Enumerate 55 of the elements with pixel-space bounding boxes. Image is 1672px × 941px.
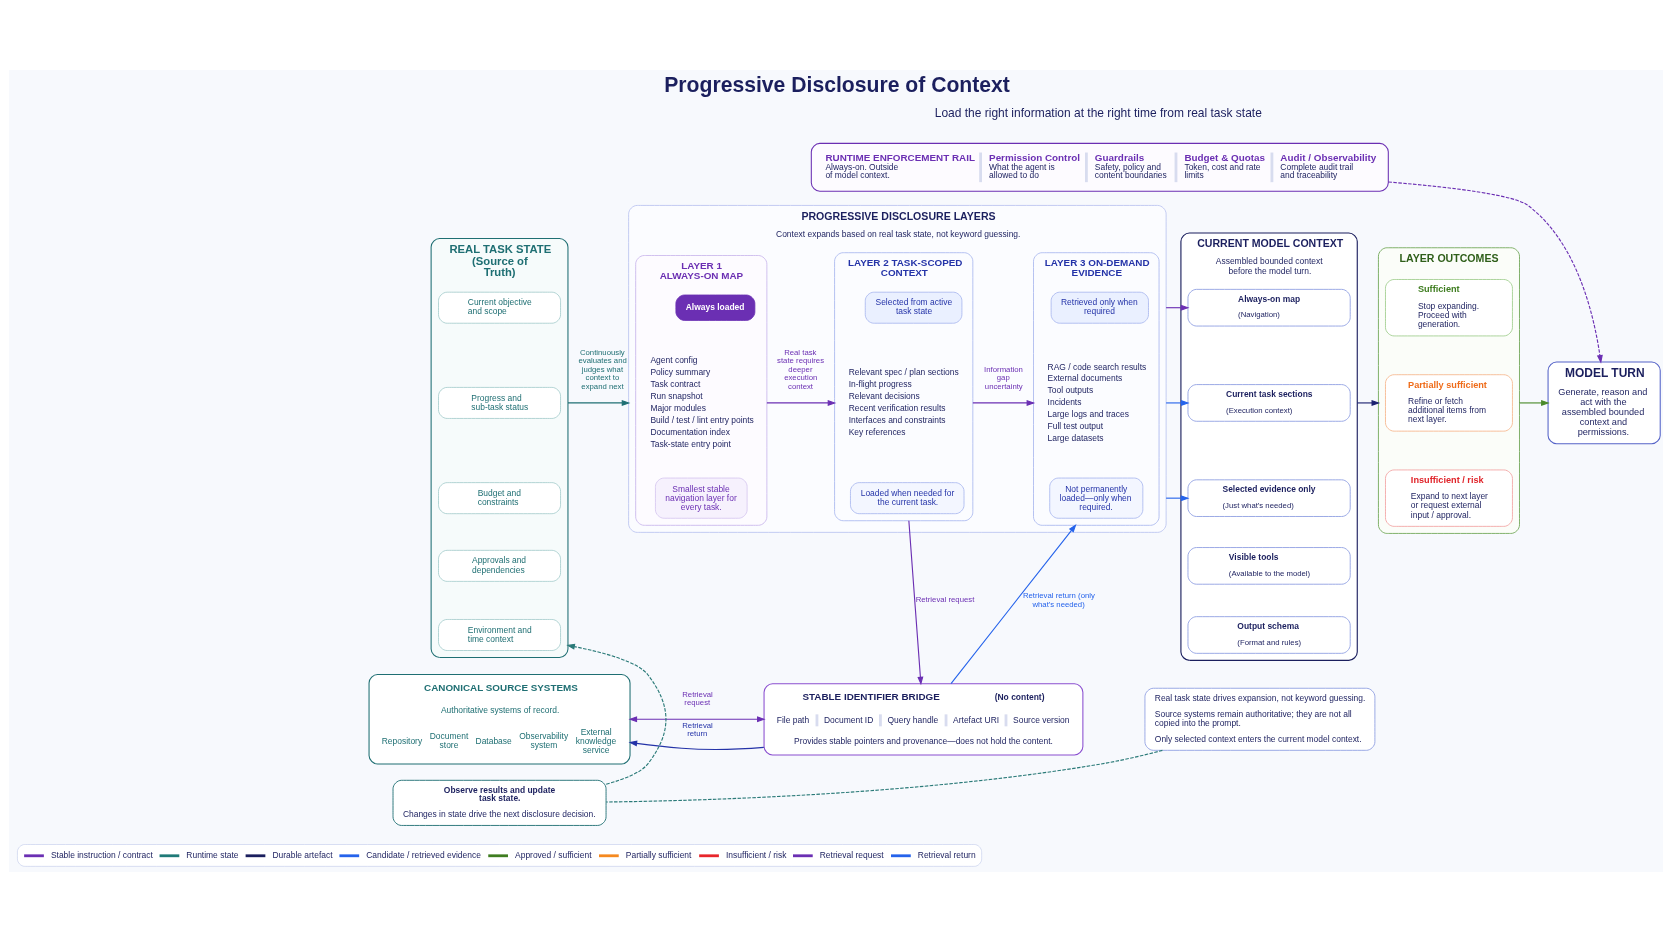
node-box: Always loaded bbox=[675, 294, 756, 321]
edge-label: Information gap uncertainty bbox=[984, 364, 1023, 391]
arrow bbox=[628, 715, 766, 722]
legend-label: Insufficient / risk bbox=[725, 849, 787, 860]
node-box: Observe results and update task state. Changes in state drive the next disclosure decision. bbox=[392, 779, 607, 826]
arrow bbox=[628, 739, 765, 750]
edge-label: Retrieval return bbox=[682, 720, 713, 738]
node-box: Current task sections (Execution context) bbox=[1187, 383, 1351, 422]
node-box: Loaded when needed for the current task. bbox=[850, 481, 965, 514]
arrow bbox=[950, 523, 1077, 684]
node-box: Budget and constraints bbox=[438, 481, 561, 514]
node-box: STABLE IDENTIFIER BRIDGE (No content) File path Document ID Query handle Artefact URI Source version Provides stable pointers and provenance—does not hold the content. bbox=[763, 682, 1084, 755]
arrow bbox=[1356, 399, 1381, 406]
edge-label: Continuously evaluates and judges what context to expand next bbox=[578, 347, 627, 391]
label: Load the right information at the right time from real task state bbox=[934, 105, 1262, 120]
legend-label: Stable instruction / contract bbox=[50, 849, 153, 860]
legend-label: Retrieval request bbox=[819, 849, 884, 860]
legend-label: Retrieval return bbox=[917, 849, 976, 860]
arrow bbox=[567, 399, 631, 406]
node-box: Partially sufficient Refine or fetch additional items from next layer. bbox=[1385, 373, 1513, 432]
arrow bbox=[1518, 399, 1550, 406]
legend-label: Approved / sufficient bbox=[515, 849, 592, 860]
node-box: Approvals and dependencies bbox=[438, 549, 561, 582]
diagram-title: Progressive Disclosure of Context bbox=[664, 72, 1010, 96]
connector bbox=[605, 749, 1163, 803]
node-box: Always-on map (Navigation) bbox=[1187, 288, 1351, 326]
node-box: Progress and sub-task status bbox=[438, 386, 561, 419]
edge-label: Retrieval return (only what's needed) bbox=[1022, 590, 1095, 609]
node-box: Visible tools (Available to the model) bbox=[1187, 546, 1351, 585]
node-box: Retrieved only when required bbox=[1050, 291, 1149, 324]
legend-label: Durable artefact bbox=[272, 849, 333, 860]
node-box: Selected from active task state bbox=[864, 291, 963, 324]
arrow bbox=[908, 519, 924, 685]
arrow bbox=[972, 399, 1036, 406]
arrow bbox=[566, 643, 667, 785]
legend-label: Partially sufficient bbox=[625, 849, 692, 860]
node-box: Output schema (Format and rules) bbox=[1187, 615, 1351, 654]
legend-label: Candidate / retrieved evidence bbox=[366, 849, 481, 860]
node-box: Sufficient Stop expanding. Proceed with generation. bbox=[1385, 278, 1513, 336]
arrow bbox=[1387, 180, 1603, 364]
node-box: Selected evidence only (Just what's needed) bbox=[1187, 478, 1351, 517]
node-box: RUNTIME ENFORCEMENT RAIL Always-on. Outside of model context. Permission Control What the agent is allowed to do Guardrails Safety, policy and content boundaries Budget & Quotas Token, cost and rate limits Audit / Observability Complete audit trail and traceability bbox=[810, 142, 1389, 192]
edge-label: Retrieval request bbox=[682, 689, 713, 707]
edge-label: Real task state requires deeper execution context bbox=[777, 347, 825, 391]
node-box: Real task state drives expansion, not keyword guessing. Source systems remain authoritative; they are not all copied into the prompt. Only selected context enters the current model context. bbox=[1144, 687, 1376, 751]
node-box: Not permanently loaded—only when required. bbox=[1049, 477, 1144, 519]
node-box: Insufficient / risk Expand to next layer or request external input / approval. bbox=[1385, 469, 1513, 527]
node-box: Current objective and scope bbox=[438, 291, 561, 324]
arrow bbox=[1165, 399, 1190, 406]
legend-label: Runtime state bbox=[186, 849, 239, 860]
arrow bbox=[766, 399, 837, 406]
node-box: Smallest stable navigation layer for every task. bbox=[655, 477, 748, 519]
node-box: Environment and time context bbox=[438, 618, 561, 651]
node-box: MODEL TURN Generate, reason and act with the assembled bounded context and permissions. bbox=[1547, 361, 1661, 444]
edge-label: Retrieval request bbox=[915, 594, 975, 604]
